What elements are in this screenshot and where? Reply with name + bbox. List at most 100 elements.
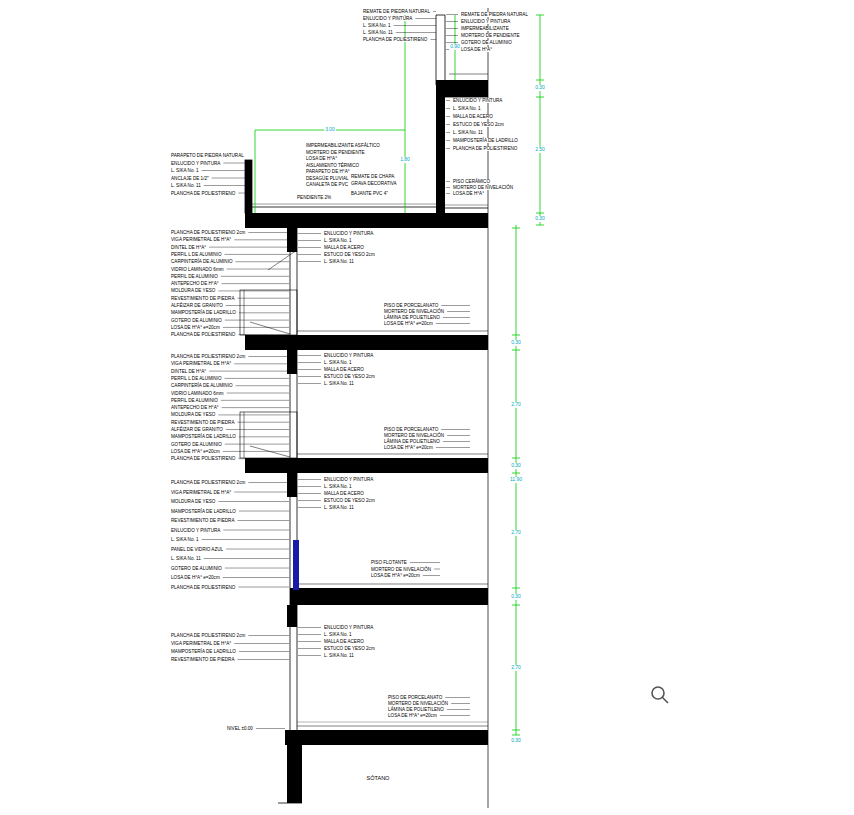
leader-line xyxy=(218,501,289,502)
leader-line xyxy=(236,385,289,386)
leader-line xyxy=(446,108,450,109)
callout-label: L. SIKA No. 11 xyxy=(323,381,355,386)
leader-line xyxy=(237,520,289,521)
callout-label: MORTERO DE PENDIENTE xyxy=(460,33,521,38)
callout-label: VIDRIO LAMINADO 6mm xyxy=(170,391,225,396)
callout-label: MOLDURA DE YESO xyxy=(170,499,216,504)
leader-line xyxy=(221,400,289,401)
leader-line xyxy=(447,311,470,312)
leader-line xyxy=(238,458,289,459)
leader-line xyxy=(394,25,436,26)
callout-label: MORTERO DE NIVELACIÓN xyxy=(452,185,514,190)
callout-label: REVESTIMIENTO DE PIEDRA xyxy=(170,296,235,301)
dimension-label: 3.00 xyxy=(324,127,336,133)
callout-label: PERFIL DE ALUMINIO xyxy=(170,398,219,403)
dimension-label: 2.70 xyxy=(510,530,522,536)
callout-label: GRAVA DECORATIVA xyxy=(350,181,398,186)
callout-label: GOTERO DE ALUMINIO xyxy=(460,40,513,45)
callout-label: PISO DE PORCELANATO xyxy=(383,303,439,308)
callout-label: LOSA DE H°A° xyxy=(305,156,338,161)
callout-label: MAMPOSTERÍA DE LADRILLO xyxy=(170,509,237,514)
leader-line xyxy=(225,320,289,321)
callout-label: REVESTIMIENTO DE PIEDRA xyxy=(170,518,235,523)
callout-label: LOSA DE H°A° e=20cm xyxy=(170,449,221,454)
callout-label: ESTUCO DE YESO 2cm xyxy=(323,374,376,379)
zoom-icon xyxy=(652,687,668,703)
leader-line xyxy=(298,627,321,628)
callout-label: LOSA DE H°A° e=20cm xyxy=(387,713,438,718)
callout-label: REMATE DE PIEDRA NATURAL xyxy=(362,9,431,14)
callout-label: PANEL DE VIDRIO AZUL xyxy=(170,547,224,552)
leader-line xyxy=(446,42,458,43)
leader-line xyxy=(237,298,289,299)
leader-line xyxy=(298,648,321,649)
leader-line xyxy=(239,312,289,313)
leader-line xyxy=(256,728,285,729)
leader-line xyxy=(248,356,289,357)
leader-line xyxy=(218,414,289,415)
callout-label: PERFIL L DE ALUMINIO xyxy=(170,252,222,257)
leader-line xyxy=(238,334,289,335)
leader-line xyxy=(298,261,321,262)
callout-label: PENDIENTE 2% xyxy=(296,195,332,200)
leader-line xyxy=(443,441,470,442)
leader-line xyxy=(209,371,289,372)
leader-line xyxy=(226,429,289,430)
callout-label: REMATE DE PIEDRA NATURAL xyxy=(460,12,529,17)
callout-label: MORTERO DE NIVELACIÓN xyxy=(387,701,449,706)
leader-line xyxy=(227,269,289,270)
leader-line xyxy=(223,163,246,164)
callout-label: GOTERO DE ALUMINIO xyxy=(170,566,223,571)
callout-label: ESTUCO DE YESO 2cm xyxy=(323,498,376,503)
leader-line xyxy=(202,539,289,540)
callout-label: LOSA DE H°A° e=20cm xyxy=(383,321,434,326)
leader-line xyxy=(209,247,289,248)
callout-label: VIGA PERIMETRAL DE H°A° xyxy=(170,361,232,366)
callout-label: ESTUCO DE YESO 2cm xyxy=(452,122,505,127)
callout-label: MORTERO DE NIVELACIÓN xyxy=(383,309,445,314)
callout-label: VIGA PERIMETRAL DE H°A° xyxy=(170,490,232,495)
callout-label: PERFIL L DE ALUMINIO xyxy=(170,376,222,381)
callout-label: PLANCHA DE POLIESTIRENO 2cm xyxy=(170,633,246,638)
callout-label: ENLUCIDO Y PINTURA xyxy=(452,98,503,103)
callout-label: VIGA PERIMETRAL DE H°A° xyxy=(170,237,232,242)
leader-line xyxy=(239,651,289,652)
callout-label: VIDRIO LAMINADO 6mm xyxy=(170,267,225,272)
callout-label: IMPERMEABILIZANTE xyxy=(460,26,510,31)
leader-line xyxy=(298,362,321,363)
callout-label: ESTUCO DE YESO 2cm xyxy=(323,252,376,257)
leader-line xyxy=(446,132,450,133)
leader-line xyxy=(223,327,289,328)
callout-label: MALLA DE ACERO xyxy=(452,114,494,119)
leader-line xyxy=(221,276,289,277)
callout-label: AISLAMIENTO TÉRMICO xyxy=(305,163,360,168)
callout-label: L. SIKA No. 11 xyxy=(323,653,355,658)
leader-line xyxy=(436,323,470,324)
leader-line xyxy=(204,185,246,186)
callout-label: ENLUCIDO Y PINTURA xyxy=(170,528,221,533)
leader-line xyxy=(298,507,321,508)
dimension-label: 11.90 xyxy=(509,477,523,483)
leader-line xyxy=(234,239,289,240)
callout-label: LOSA DE H°A° xyxy=(452,191,485,196)
callout-label: ENLUCIDO Y PINTURA xyxy=(323,625,374,630)
callout-label: PLANCHA DE POLIESTIRENO xyxy=(170,332,236,337)
leader-line xyxy=(298,355,321,356)
leader-line xyxy=(441,305,470,306)
leader-line xyxy=(234,492,289,493)
leader-line xyxy=(446,100,450,101)
callout-label: L. SIKA No. 11 xyxy=(323,259,355,264)
callout-label: CARPINTERÍA DE ALUMINIO xyxy=(170,383,234,388)
callout-label: L. SIKA No. 1 xyxy=(323,632,353,637)
blue-panel xyxy=(293,540,299,590)
leader-line xyxy=(298,376,321,377)
leader-line xyxy=(236,261,289,262)
dimension-label: 0.30 xyxy=(510,594,522,600)
callout-label: L. SIKA No. 1 xyxy=(170,168,200,173)
dimension-label: 0.30 xyxy=(510,340,522,346)
leader-line xyxy=(204,558,289,559)
dimension-label: 0.30 xyxy=(510,738,522,744)
callout-label: PERFIL DE ALUMINIO xyxy=(170,274,219,279)
callout-label: L. SIKA No. 1 xyxy=(362,23,392,28)
dimension-label: 2.50 xyxy=(534,147,546,153)
